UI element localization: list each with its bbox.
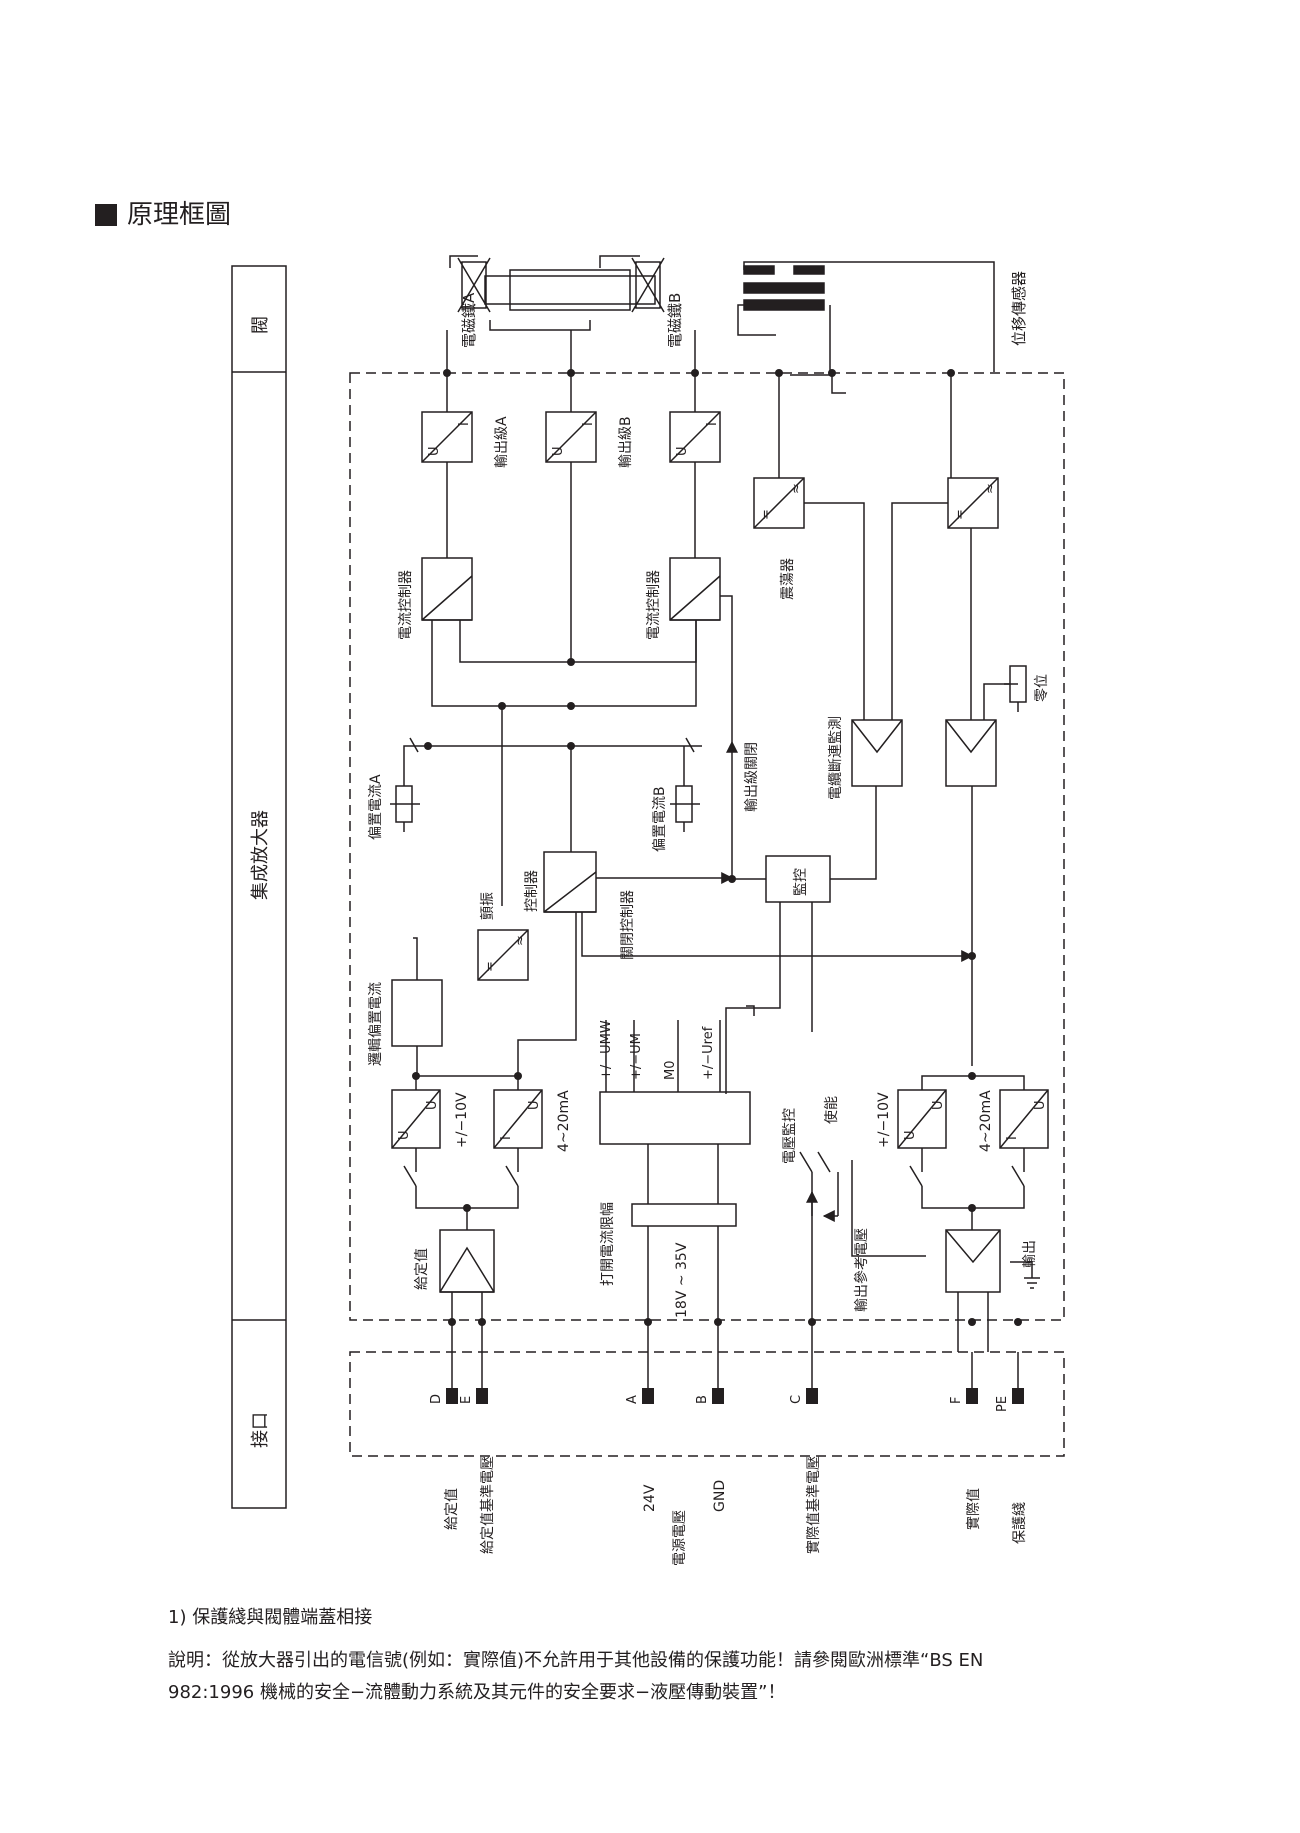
current-limit-box	[631, 1203, 737, 1227]
section-column	[231, 265, 287, 1509]
cable-break-box	[851, 719, 903, 787]
dither-box	[477, 929, 529, 981]
bottom-supply: 電源電壓	[672, 1510, 688, 1566]
dither-label: 顫振	[479, 892, 496, 920]
pin-d: D	[429, 1394, 444, 1404]
uu-u1: U	[397, 1130, 412, 1140]
controller-box	[543, 851, 597, 913]
output-stage-b-label: 輸出級B	[618, 416, 634, 468]
um-label: +/−UM	[629, 1033, 644, 1080]
amplifier-boundary	[349, 372, 1065, 1321]
open-limit-label: 打開電流限幅	[599, 1202, 616, 1286]
iu-u: U	[527, 1100, 542, 1110]
setpoint-box	[439, 1229, 495, 1293]
note-2: 說明：從放大器引出的電信號(例如：實際值)不允許用于其他設備的保護功能！請參閱歐…	[168, 1650, 984, 1703]
logic-bias-label: 邏輯偏置電流	[368, 982, 384, 1066]
bias-a-label: 偏置電流A	[368, 774, 384, 840]
section-valve-label: 閥	[250, 316, 271, 334]
heading-square-icon	[95, 204, 117, 226]
bottom-actual: 實際值	[965, 1488, 982, 1530]
interface-boundary	[349, 1351, 1065, 1457]
monitor-label: 監控	[792, 868, 809, 896]
out-iu-u: U	[1033, 1100, 1048, 1110]
controller-label: 控制器	[524, 870, 540, 912]
volt-monitor-label: 電壓監控	[781, 1108, 798, 1164]
valve-spool	[509, 269, 631, 311]
bottom-pe: 保護綫	[1012, 1502, 1028, 1544]
uu-u2: U	[425, 1100, 440, 1110]
output-disable-label: 輸出級關閉	[744, 742, 760, 812]
iu-i: I	[499, 1136, 514, 1140]
ui-i-label: I	[457, 422, 472, 426]
bottom-setpoint: 給定值	[444, 1488, 460, 1530]
pin-c: C	[789, 1395, 804, 1404]
current-controller-2-box	[669, 557, 721, 621]
ui-u-label: U	[427, 446, 442, 456]
sensor-coil	[793, 265, 825, 275]
converter-eq: =	[953, 509, 968, 520]
bottom-setpoint-ref: 給定值基準電壓	[479, 1456, 496, 1554]
supply-block	[599, 1091, 751, 1145]
solenoid-b-symbol	[631, 257, 665, 313]
sensor-coil	[743, 265, 775, 275]
ui-i-label: I	[581, 422, 596, 426]
converter-eq: =	[759, 509, 774, 520]
out-volt-label: +/−10V	[876, 1092, 892, 1148]
uu-volt-label: +/−10V	[454, 1092, 470, 1148]
out-uu-u2: U	[931, 1100, 946, 1110]
current-controller-1-label: 電流控制器	[398, 570, 414, 640]
out-ref-label: 輸出參考電壓	[854, 1228, 870, 1312]
solenoid-a-label: 電磁鐵A	[460, 292, 478, 348]
sensor-label: 位移傳感器	[1010, 271, 1028, 346]
bottom-24v: 24V	[642, 1484, 658, 1512]
sensor-coil	[743, 282, 825, 294]
converter-tilde: ≈	[789, 483, 804, 494]
pin-pe: PE	[995, 1396, 1010, 1412]
pin-f: F	[949, 1397, 964, 1404]
umw-label: +/−UMW	[599, 1020, 614, 1080]
note-1: 1) 保護綫與閥體端蓋相接	[168, 1607, 373, 1628]
page-heading: 原理框圖	[95, 198, 231, 232]
cable-break-label: 電纜斷連監測	[827, 716, 844, 800]
out-ma-label: 4~20mA	[978, 1090, 994, 1152]
solenoid-a-symbol	[457, 257, 491, 313]
ui-u-label: U	[675, 446, 690, 456]
sensor-coil	[743, 299, 825, 311]
oscillator-label: 震蕩器	[780, 558, 796, 600]
output-label: 輸出	[1022, 1240, 1038, 1268]
ui-i-label: I	[705, 422, 720, 426]
current-controller-1-box	[421, 557, 473, 621]
solenoid-b-label: 電磁鐵B	[666, 293, 684, 348]
dither-eq: =	[483, 961, 498, 972]
section-interface-label: 接口	[250, 1412, 271, 1448]
bias-b-label: 偏置電流B	[652, 786, 668, 852]
dither-tilde: ≈	[513, 935, 528, 946]
setpoint-label: 給定值	[414, 1248, 430, 1290]
m0-label: M0	[663, 1061, 678, 1081]
pin-b: B	[695, 1395, 710, 1404]
ui-u-label: U	[551, 446, 566, 456]
converter-tilde: ≈	[983, 483, 998, 494]
out-uu-u1: U	[903, 1130, 918, 1140]
logic-bias-box	[391, 979, 443, 1047]
zero-label: 零位	[1034, 674, 1050, 702]
valve-body	[484, 275, 656, 305]
heading-text: 原理框圖	[127, 200, 232, 230]
output-box	[945, 1229, 1001, 1293]
current-controller-2-label: 電流控制器	[646, 570, 662, 640]
enable-label: 使能	[823, 1096, 840, 1124]
bottom-gnd: GND	[712, 1480, 728, 1512]
out-iu-i: I	[1005, 1136, 1020, 1140]
output-stage-a-label: 輸出級A	[494, 416, 510, 468]
section-amplifier-label: 集成放大器	[250, 810, 271, 900]
pin-a: A	[625, 1395, 640, 1404]
pin-e: E	[459, 1396, 474, 1404]
uref-label: +/−Uref	[701, 1026, 716, 1080]
iu-ma-label: 4~20mA	[556, 1090, 572, 1152]
supply-range-label: 18V ~ 35V	[674, 1242, 690, 1318]
shutdown-ctrl-label: 關閉控制器	[620, 890, 636, 960]
bottom-actual-ref: 實際值基準電壓	[805, 1456, 822, 1554]
